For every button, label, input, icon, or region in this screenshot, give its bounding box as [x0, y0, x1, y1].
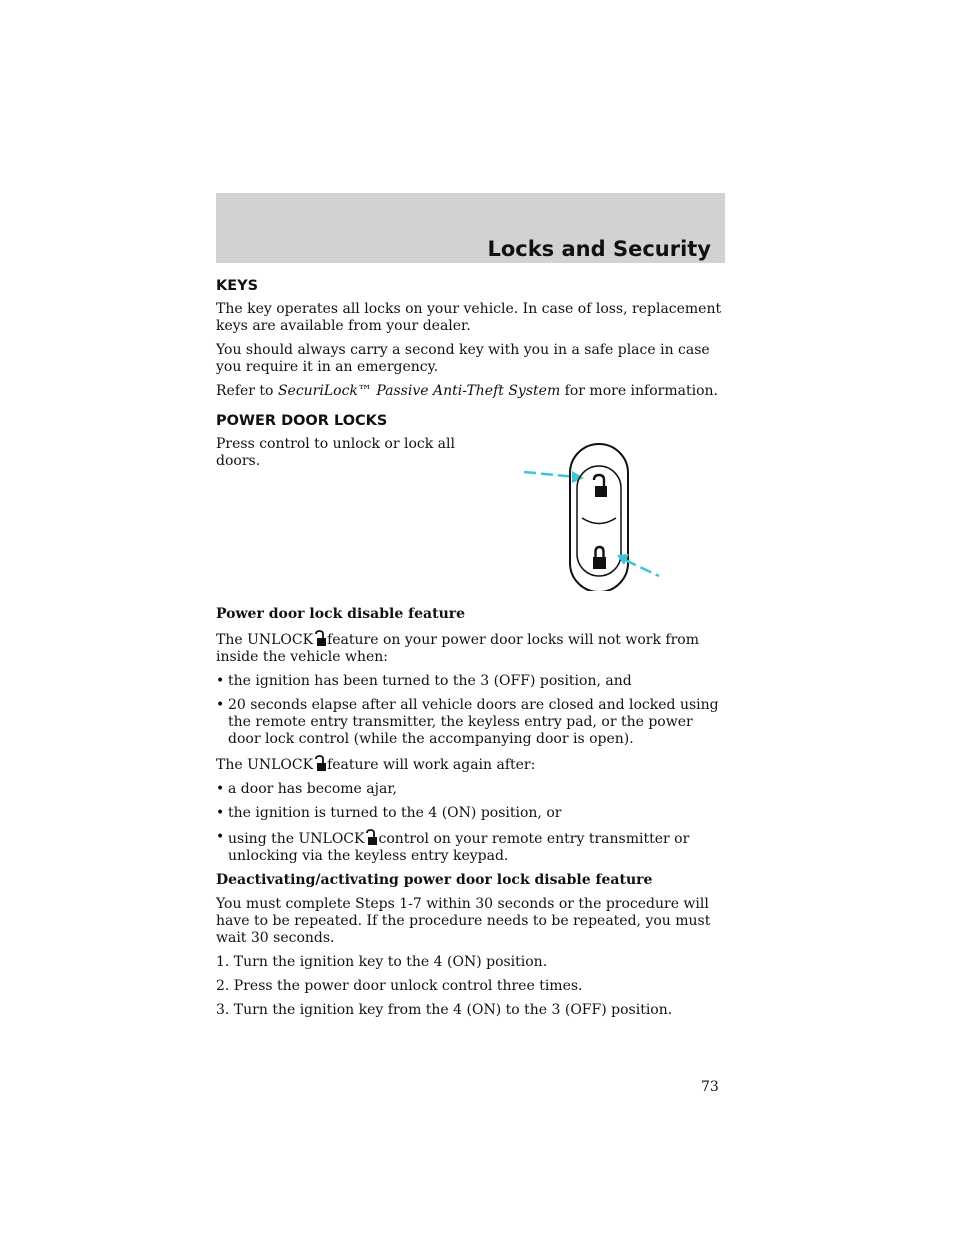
list-item: •the ignition is turned to the 4 (ON) po… — [216, 805, 562, 821]
lock-padlock-icon — [593, 545, 606, 569]
step-item: 3. Turn the ignition key from the 4 (ON)… — [216, 1002, 673, 1018]
page-number: 73 — [701, 1079, 719, 1095]
section-header-bar: Locks and Security — [216, 193, 725, 263]
list-item: •a door has become ajar, — [216, 781, 397, 797]
unlock-padlock-icon — [592, 473, 607, 497]
deactivating-heading: Deactivating/activating power door lock … — [216, 872, 653, 888]
lock-arrow — [624, 558, 660, 578]
power-door-locks-row: Press control to unlock or lock all door… — [216, 436, 726, 606]
switch-inner-rocker — [576, 465, 622, 577]
unlock-arrowhead — [572, 471, 584, 483]
rocker-divider — [581, 517, 617, 525]
securilock-reference: SecuriLock™ Passive Anti-Theft System — [277, 383, 561, 399]
keys-heading: KEYS — [216, 278, 259, 294]
list-item: •20 seconds elapse after all vehicle doo… — [216, 697, 719, 747]
deactivating-intro: You must complete Steps 1-7 within 30 se… — [216, 896, 711, 946]
unlock-icon — [315, 630, 327, 646]
power-door-locks-text: Press control to unlock or lock all door… — [216, 436, 455, 469]
disable-feature-heading: Power door lock disable feature — [216, 606, 466, 622]
page-content: KEYS The key operates all locks on your … — [216, 278, 726, 1026]
power-door-locks-heading: POWER DOOR LOCKS — [216, 413, 388, 429]
power-door-lock-switch-illustration — [523, 443, 660, 591]
keys-paragraph-1: The key operates all locks on your vehic… — [216, 301, 722, 334]
keys-paragraph-2: You should always carry a second key wit… — [216, 342, 710, 375]
section-title: Locks and Security — [487, 237, 711, 261]
switch-outer-housing — [569, 443, 629, 591]
lock-arrowhead — [617, 554, 629, 565]
list-item: •the ignition has been turned to the 3 (… — [216, 673, 632, 689]
unlock-icon — [315, 755, 327, 771]
unlock-arrow — [523, 470, 577, 479]
keys-paragraph-3: Refer to SecuriLock™ Passive Anti-Theft … — [216, 383, 718, 399]
step-item: 2. Press the power door unlock control t… — [216, 978, 583, 994]
unlock-icon — [366, 829, 378, 845]
step-item: 1. Turn the ignition key to the 4 (ON) p… — [216, 954, 548, 970]
